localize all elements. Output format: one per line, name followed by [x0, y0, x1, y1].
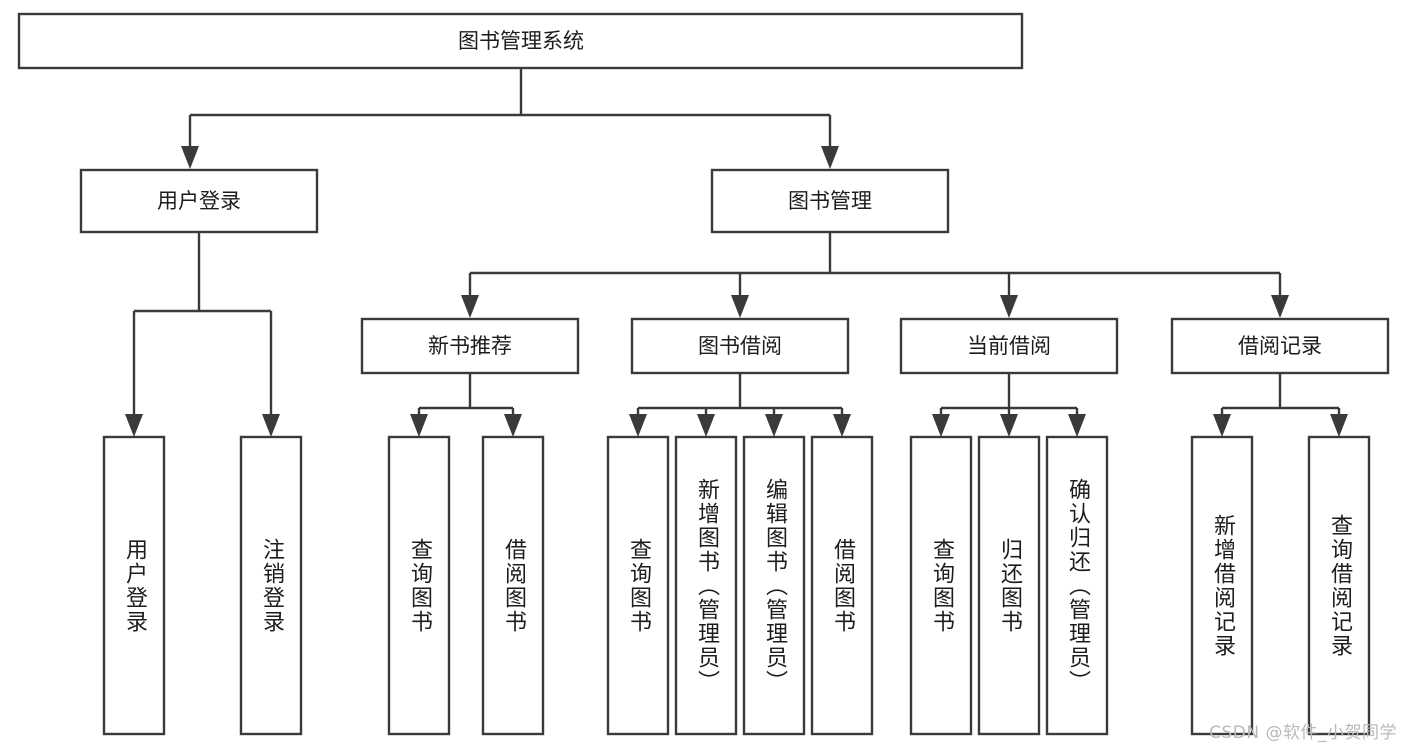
node-book-manage-label: 图书管理 — [788, 189, 872, 213]
arrow-head-book-borrow-leaf-2 — [697, 414, 715, 437]
leaf-box-new-book-1[interactable] — [387, 435, 451, 736]
arrow-head-current-borrow-leaf-2 — [1000, 414, 1018, 437]
arrow-head-book-borrow-leaf-1 — [629, 414, 647, 437]
node-borrow-record-label: 借阅记录 — [1238, 334, 1322, 358]
arrow-head-new-book-leaf-2 — [504, 414, 522, 437]
connector-root-to-level2 — [188, 68, 832, 156]
leaf-box-user-login-2[interactable] — [239, 435, 303, 736]
arrow-head-current-borrow-leaf-3 — [1068, 414, 1086, 437]
leaf-box-new-book-2[interactable] — [481, 435, 545, 736]
node-user-login-box[interactable] — [79, 168, 319, 234]
node-root-box[interactable] — [17, 12, 1024, 70]
node-book-borrow-label: 图书借阅 — [698, 334, 782, 358]
node-new-book-recommend-box[interactable] — [360, 317, 580, 375]
connector-new-book-recommend-to-leaves — [417, 373, 515, 424]
arrow-head-borrow-record-leaf-2 — [1330, 414, 1348, 437]
arrow-head-to-borrow-record — [1271, 295, 1289, 318]
arrow-head-to-current-borrow — [1000, 295, 1018, 318]
leaf-box-book-borrow-4[interactable] — [810, 435, 874, 736]
connector-book-borrow-to-leaves — [636, 373, 844, 424]
connector-book-manage-to-level3 — [468, 232, 1282, 305]
leaf-box-borrow-record-2[interactable] — [1307, 435, 1371, 736]
node-current-borrow-label: 当前借阅 — [967, 334, 1051, 358]
leaf-box-book-borrow-1[interactable] — [606, 435, 670, 736]
node-root-label: 图书管理系统 — [458, 29, 584, 53]
arrow-head-book-borrow-leaf-3 — [765, 414, 783, 437]
leaf-box-current-borrow-2[interactable] — [977, 435, 1041, 736]
leaf-box-current-borrow-1[interactable] — [909, 435, 973, 736]
arrow-head-to-new-book-recommend — [461, 295, 479, 318]
connector-borrow-record-to-leaves — [1220, 373, 1341, 424]
arrow-head-borrow-record-leaf-1 — [1213, 414, 1231, 437]
watermark-text: CSDN @软件_小贺同学 — [1209, 723, 1397, 743]
connector-user-login-to-leaves — [132, 232, 273, 424]
leaf-box-borrow-record-1[interactable] — [1190, 435, 1254, 736]
node-new-book-recommend-label: 新书推荐 — [428, 334, 512, 358]
arrow-head-current-borrow-leaf-1 — [932, 414, 950, 437]
arrow-head-to-book-manage — [821, 146, 839, 169]
arrow-head-user-login-leaf-1 — [125, 414, 143, 437]
leaf-box-book-borrow-2[interactable] — [674, 435, 738, 736]
arrow-head-new-book-leaf-1 — [410, 414, 428, 437]
arrow-head-book-borrow-leaf-4 — [833, 414, 851, 437]
leaf-box-current-borrow-3[interactable] — [1045, 435, 1109, 736]
arrow-head-user-login-leaf-2 — [262, 414, 280, 437]
leaf-box-book-borrow-3[interactable] — [742, 435, 806, 736]
node-current-borrow-box[interactable] — [899, 317, 1119, 375]
arrow-head-to-user-login — [181, 146, 199, 169]
leaf-box-user-login-1[interactable] — [102, 435, 166, 736]
node-user-login-label: 用户登录 — [157, 189, 241, 213]
arrow-head-to-book-borrow — [731, 295, 749, 318]
